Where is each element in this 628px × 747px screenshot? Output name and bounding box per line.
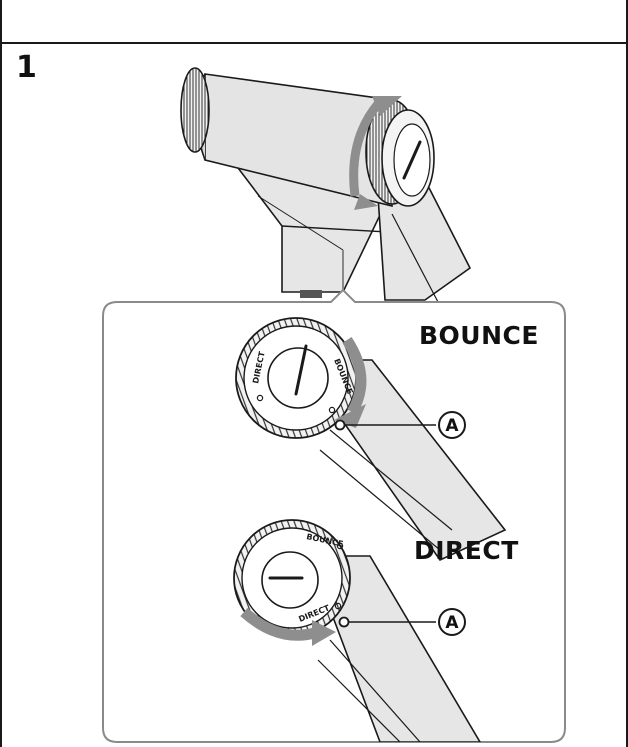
left-end-knob bbox=[180, 67, 210, 153]
flash-overview bbox=[180, 67, 472, 303]
arrow-to-direct bbox=[240, 607, 320, 641]
step-number: 1 bbox=[16, 50, 37, 85]
callout-a-bounce bbox=[438, 411, 466, 439]
callout-a-label-2: A bbox=[445, 613, 459, 633]
callout-a-direct bbox=[438, 608, 466, 636]
bounce-mode-label: BOUNCE bbox=[419, 321, 539, 350]
indicator-dot bbox=[334, 419, 346, 431]
foot-slot bbox=[300, 290, 322, 298]
header-divider bbox=[0, 42, 628, 44]
direct-detail: BOUNCE DIRECT A bbox=[233, 519, 482, 742]
callout-a-label: A bbox=[445, 416, 459, 436]
arrow-to-bounce bbox=[342, 336, 367, 415]
indicator-dot-2 bbox=[338, 616, 350, 628]
direct-mode-label: DIRECT bbox=[414, 536, 519, 565]
rotate-arrow bbox=[349, 101, 382, 197]
bounce-detail: DIRECT BOUNCE A bbox=[235, 317, 507, 562]
